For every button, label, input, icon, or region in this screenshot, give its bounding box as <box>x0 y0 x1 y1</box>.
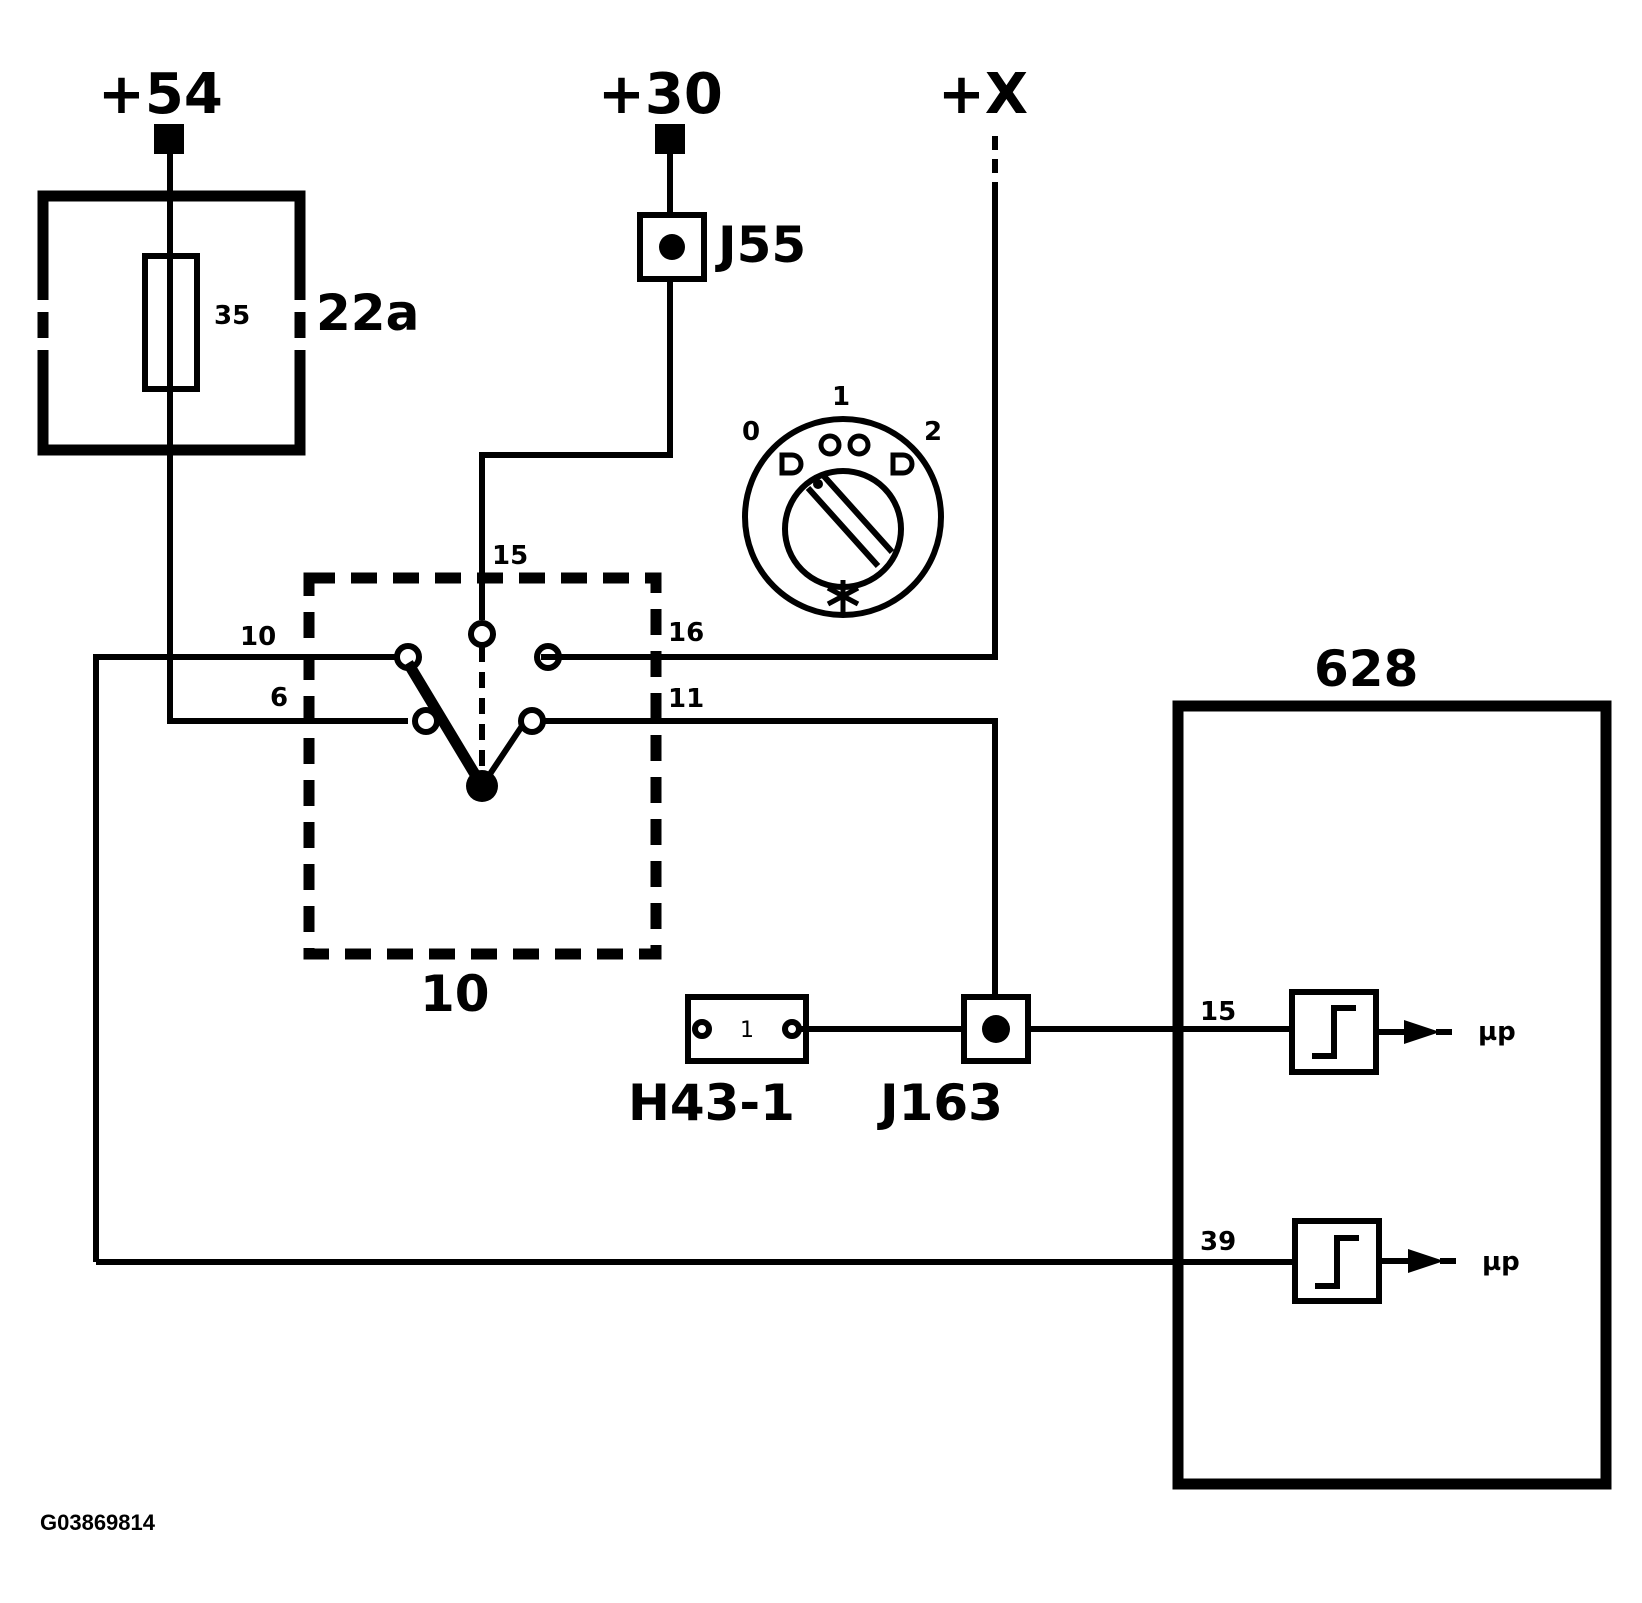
control-module-628 <box>1172 700 1612 1490</box>
ignition-switch-label: 10 <box>420 965 490 1023</box>
switch-contact-15 <box>468 620 496 648</box>
switch-pin-16: 16 <box>668 618 704 648</box>
switch-contact-11 <box>518 707 546 735</box>
switch-blade <box>403 660 487 789</box>
switch-pin-6: 6 <box>270 683 288 713</box>
terminal-label-54: +54 <box>98 62 223 127</box>
control-module-label: 628 <box>1314 640 1418 698</box>
key-position-2: 2 <box>924 417 942 447</box>
connector-h43-1-right-pin <box>782 1019 802 1039</box>
arrow-icon-bottom <box>1408 1249 1444 1273</box>
module-pin-39: 39 <box>1200 1227 1236 1257</box>
terminal-label-30: +30 <box>598 62 723 127</box>
ignition-switch-outline <box>303 572 662 960</box>
wire-switch-10-to-module-39 <box>93 654 397 1262</box>
module-output-top: µp <box>1478 1017 1516 1047</box>
connector-h43-1-left-pin <box>692 1019 712 1039</box>
connector-h43-1-label: H43-1 <box>628 1074 795 1132</box>
terminal-label-x: +X <box>938 62 1028 127</box>
fuse-rating: 35 <box>214 301 250 331</box>
terminal-block-54 <box>154 124 184 154</box>
arrow-icon-top <box>1404 1020 1440 1044</box>
figure-id: G03869814 <box>40 1510 156 1535</box>
connector-j163-label: J163 <box>877 1074 1003 1132</box>
wire-j55-to-switch <box>479 279 673 620</box>
terminal-block-30 <box>655 124 685 154</box>
key-position-symbol <box>742 416 944 618</box>
switch-pin-11: 11 <box>668 684 704 714</box>
step-icon-top <box>1312 1005 1356 1059</box>
wire-x-to-switch <box>541 185 998 660</box>
wire-switch-11-to-j163 <box>543 718 998 995</box>
connector-h43-1-pin-label: 1 <box>740 1018 754 1043</box>
key-position-1: 1 <box>832 382 850 412</box>
switch-pin-10: 10 <box>240 622 276 652</box>
fuse-label: 22a <box>316 284 419 342</box>
key-position-0: 0 <box>742 417 760 447</box>
connector-j55-pin <box>659 234 685 260</box>
connector-j55-label: J55 <box>715 216 806 274</box>
switch-blade-secondary <box>479 724 525 788</box>
wire-54-to-switch <box>167 154 408 724</box>
module-pin-15: 15 <box>1200 997 1236 1027</box>
module-output-bottom: µp <box>1482 1247 1520 1277</box>
connector-j163-pin <box>982 1015 1010 1043</box>
step-icon-bottom <box>1315 1235 1359 1289</box>
switch-contact-16 <box>534 643 562 671</box>
switch-pin-15: 15 <box>492 541 528 571</box>
